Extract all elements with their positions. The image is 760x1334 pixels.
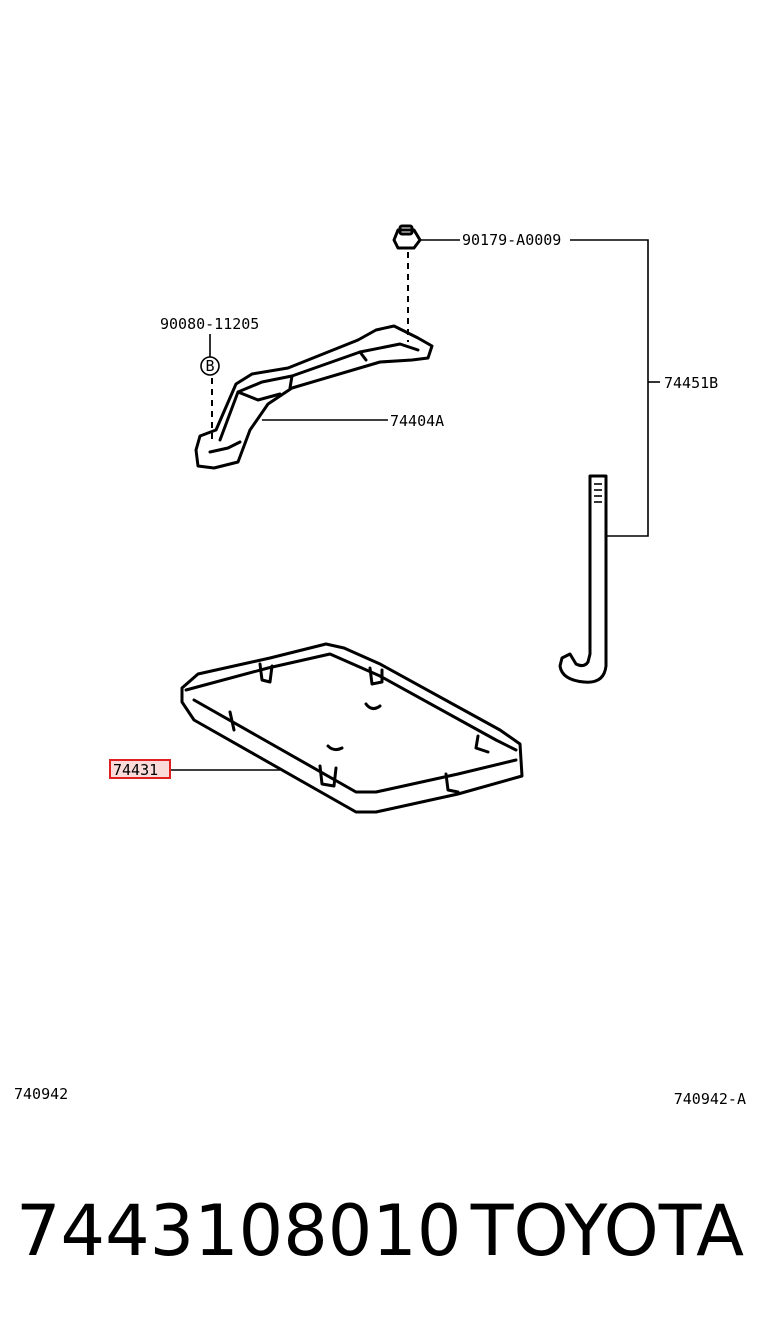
footer: 7443108010 TOYOTA	[16, 1190, 744, 1280]
rod-set-bracket-line	[570, 239, 649, 537]
footer-part-number: 7443108010	[16, 1190, 462, 1272]
figure-code-left: 740942	[14, 1085, 68, 1103]
footer-brand: TOYOTA	[470, 1190, 744, 1272]
callout-tray[interactable]: 74431	[113, 761, 158, 779]
battery-tray-drawing	[180, 642, 524, 814]
figure-code-right: 740942-A	[674, 1090, 746, 1108]
flange-nut-drawing	[392, 224, 422, 250]
battery-clamp-drawing	[194, 324, 434, 470]
callout-clamp: 74404A	[390, 412, 444, 430]
tray-highlight-box	[109, 759, 171, 779]
callout-screw: 90080-11205	[160, 315, 259, 333]
callout-rod-set: 74451B	[664, 374, 718, 392]
screw-mark-b: B	[205, 357, 214, 375]
hold-down-rod-drawing	[558, 474, 608, 684]
callout-nut: 90179-A0009	[462, 231, 561, 249]
